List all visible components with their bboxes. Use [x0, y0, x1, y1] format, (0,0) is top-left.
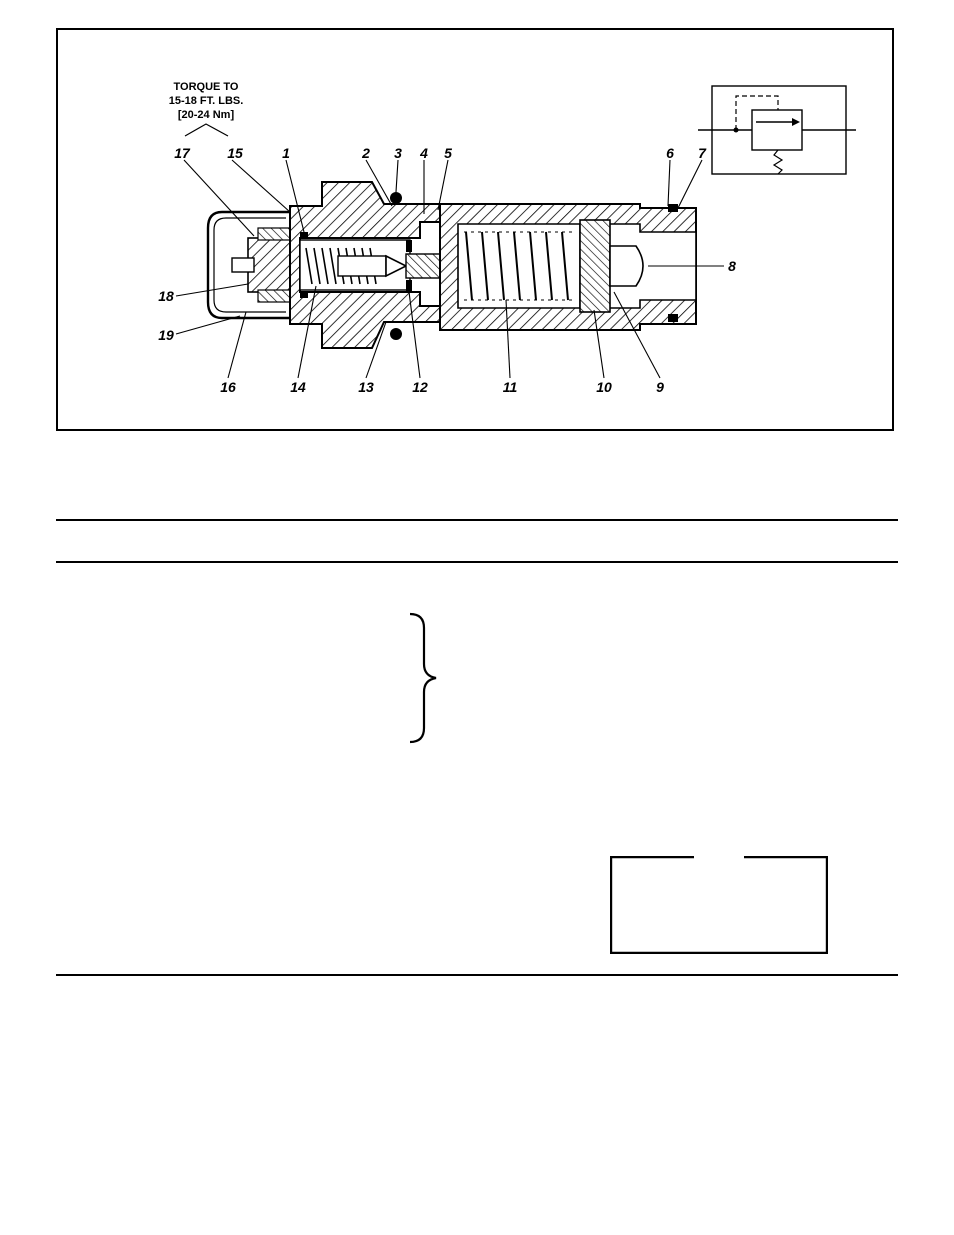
- callout-19: 19: [158, 327, 174, 343]
- table-top-rule: [56, 519, 898, 521]
- callout-17: 17: [174, 145, 191, 161]
- torque-note-line1: TORQUE TO: [174, 81, 239, 93]
- main-housing: [439, 203, 697, 331]
- callout-15: 15: [227, 145, 243, 161]
- callout-4: 4: [419, 145, 428, 161]
- callout-10: 10: [596, 379, 612, 395]
- seals: [300, 192, 678, 340]
- torque-note-pointer: [184, 123, 229, 137]
- callout-3: 3: [394, 145, 402, 161]
- table-bottom-rule: [56, 974, 898, 976]
- callout-2: 2: [361, 145, 370, 161]
- callout-14: 14: [290, 379, 306, 395]
- callout-1: 1: [282, 145, 290, 161]
- callout-11: 11: [503, 379, 518, 395]
- callout-6: 6: [666, 145, 674, 161]
- main-spring: [464, 231, 576, 301]
- callout-9: 9: [656, 379, 664, 395]
- torque-note-line2: 15-18 FT. LBS.: [169, 95, 244, 107]
- torque-note-line3: [20-24 Nm]: [178, 109, 235, 121]
- callout-16: 16: [220, 379, 236, 395]
- callout-5: 5: [444, 145, 452, 161]
- callout-7: 7: [698, 145, 707, 161]
- callout-12: 12: [412, 379, 428, 395]
- main-poppet: [579, 219, 644, 313]
- relief-valve-cross-section-diagram: TORQUE TO 15-18 FT. LBS. [20-24 Nm]: [158, 81, 856, 395]
- callout-18: 18: [158, 288, 174, 304]
- callout-13: 13: [358, 379, 374, 395]
- grouping-brace: [409, 612, 437, 744]
- figure-frame: [56, 28, 894, 431]
- callout-8: 8: [728, 258, 736, 274]
- callout-leaders: [175, 159, 724, 379]
- adjusting-screw: [231, 227, 301, 303]
- stamp-box: [610, 856, 828, 954]
- relief-valve-schematic-symbol: [698, 85, 856, 175]
- table-header-rule: [56, 561, 898, 563]
